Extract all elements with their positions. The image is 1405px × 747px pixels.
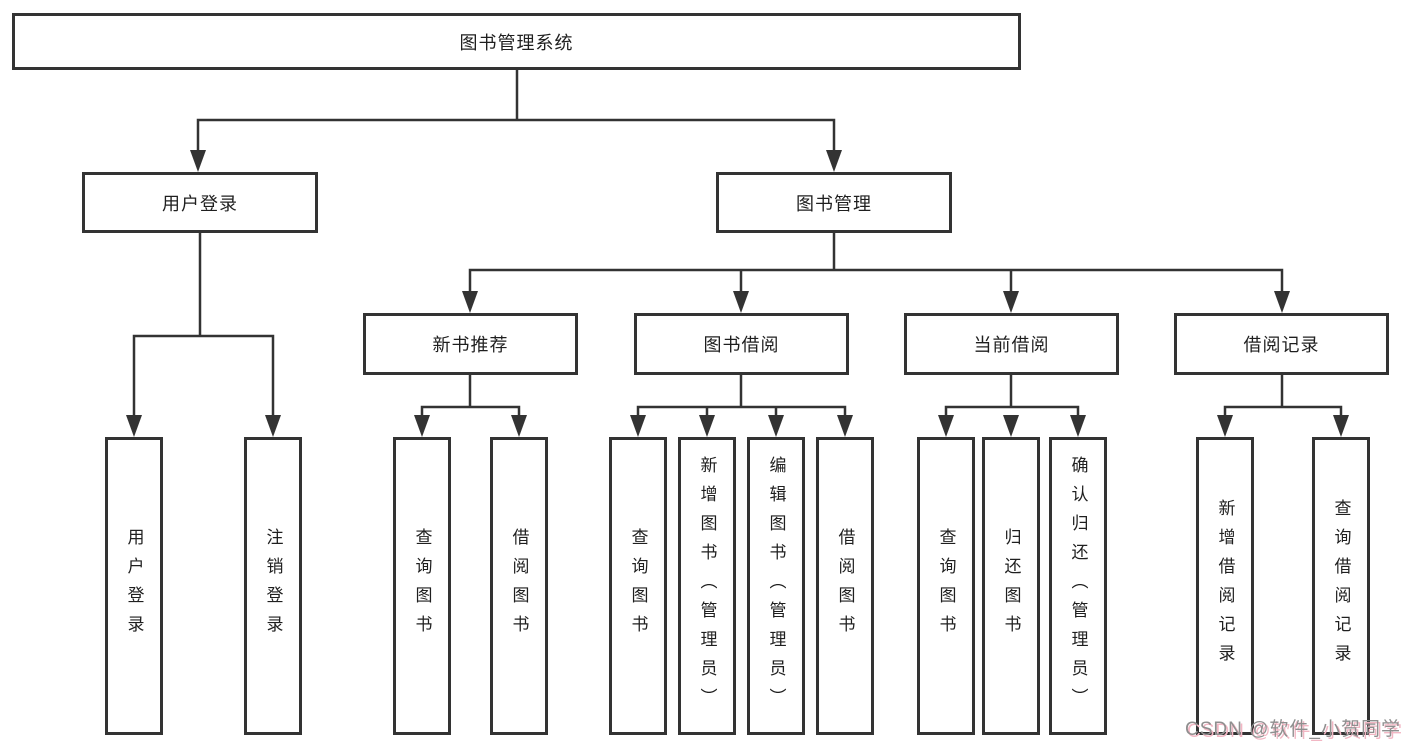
node-label: 图书借阅 — [703, 335, 780, 355]
arrowhead-icon — [1070, 415, 1086, 437]
arrowhead-icon — [768, 415, 784, 437]
leaf-label: 归还图书 — [1001, 528, 1021, 644]
leaf-label: 新增借阅记录 — [1215, 499, 1235, 673]
leaf-label: 编辑图书（管理员） — [766, 455, 786, 717]
node-book-management: 图书管理 — [716, 172, 952, 233]
node-current-borrowing: 当前借阅 — [904, 313, 1119, 375]
arrowhead-icon — [837, 415, 853, 437]
node-book-borrowing: 图书借阅 — [634, 313, 849, 375]
leaf-label: 查询借阅记录 — [1331, 499, 1351, 673]
edge-records-split — [1223, 375, 1343, 419]
leaf-user-login: 用户登录 — [105, 437, 163, 735]
arrowhead-icon — [462, 291, 478, 313]
arrowhead-icon — [938, 415, 954, 437]
leaf-query-book-current: 查询图书 — [917, 437, 975, 735]
leaf-return-book: 归还图书 — [982, 437, 1040, 735]
leaf-label: 确认归还（管理员） — [1068, 455, 1088, 717]
leaf-edit-book-admin: 编辑图书（管理员） — [747, 437, 805, 735]
edge-level1-split — [196, 118, 836, 154]
node-label: 图书管理系统 — [459, 32, 574, 53]
node-borrowing-records: 借阅记录 — [1174, 313, 1389, 375]
arrowhead-icon — [126, 415, 142, 437]
arrowhead-icon — [1003, 291, 1019, 313]
arrowhead-icon — [1333, 415, 1349, 437]
arrowhead-icon — [826, 150, 842, 172]
node-label: 借阅记录 — [1243, 335, 1320, 355]
leaf-borrow-book-borrowing: 借阅图书 — [816, 437, 874, 735]
node-user-login: 用户登录 — [82, 172, 318, 233]
node-label: 用户登录 — [162, 193, 238, 214]
leaf-borrow-book-recommend: 借阅图书 — [490, 437, 548, 735]
edge-bookmgmt-split — [468, 268, 1284, 295]
leaf-label: 查询图书 — [936, 528, 956, 644]
arrowhead-icon — [414, 415, 430, 437]
tree-edges — [132, 70, 1343, 419]
node-label: 当前借阅 — [973, 335, 1050, 355]
node-system-root: 图书管理系统 — [12, 13, 1021, 70]
arrowhead-icon — [1003, 415, 1019, 437]
arrowhead-icon — [1274, 291, 1290, 313]
leaf-label: 借阅图书 — [835, 528, 855, 644]
leaf-label: 新增图书（管理员） — [697, 455, 717, 717]
leaf-query-book-recommend: 查询图书 — [393, 437, 451, 735]
arrowhead-icon — [265, 415, 281, 437]
node-new-book-recommendation: 新书推荐 — [363, 313, 578, 375]
arrowhead-icon — [733, 291, 749, 313]
arrowhead-icon — [190, 150, 206, 172]
leaf-query-book-borrowing: 查询图书 — [609, 437, 667, 735]
leaf-label: 查询图书 — [628, 528, 648, 644]
leaf-add-book-admin: 新增图书（管理员） — [678, 437, 736, 735]
edge-current-split — [944, 375, 1080, 419]
leaf-label: 注销登录 — [263, 528, 283, 644]
node-label: 新书推荐 — [432, 335, 509, 355]
leaf-label: 用户登录 — [124, 528, 144, 644]
edge-newbook-split — [420, 375, 521, 419]
csdn-watermark: CSDN @软件_小贺同学 — [1185, 719, 1401, 740]
leaf-query-borrow-record: 查询借阅记录 — [1312, 437, 1370, 735]
leaf-logout: 注销登录 — [244, 437, 302, 735]
arrowhead-icon — [630, 415, 646, 437]
arrowheads — [126, 150, 1349, 437]
arrowhead-icon — [1217, 415, 1233, 437]
leaf-label: 借阅图书 — [509, 528, 529, 644]
leaf-confirm-return-admin: 确认归还（管理员） — [1049, 437, 1107, 735]
arrowhead-icon — [699, 415, 715, 437]
edge-borrowing-split — [636, 375, 847, 419]
leaf-label: 查询图书 — [412, 528, 432, 644]
edge-userlogin-split — [132, 334, 275, 419]
arrowhead-icon — [511, 415, 527, 437]
node-label: 图书管理 — [796, 193, 872, 214]
leaf-add-borrow-record: 新增借阅记录 — [1196, 437, 1254, 735]
